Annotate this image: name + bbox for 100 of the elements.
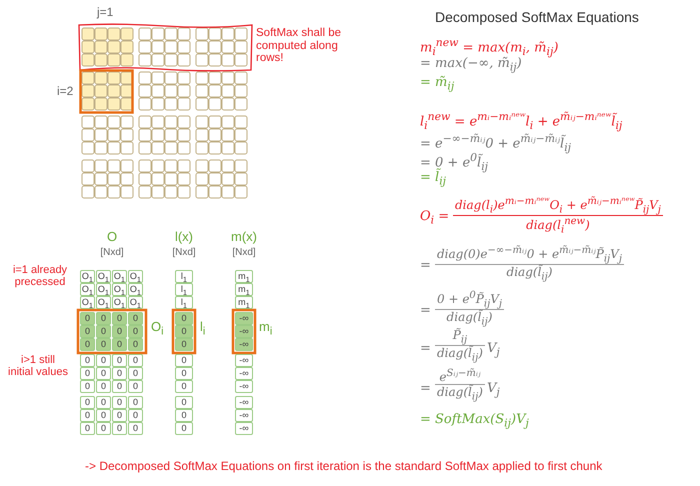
matrix-cell: 0 bbox=[175, 380, 193, 393]
matrix-cell: 0 bbox=[80, 354, 95, 367]
equation-symbol: = bbox=[420, 258, 431, 273]
matrix-cell: l$_{1}$ bbox=[175, 270, 193, 283]
matrix-cell: 0 bbox=[80, 396, 95, 409]
matrix-cell: 0 bbox=[80, 338, 95, 351]
matrix-cell: O$_{1}$ bbox=[80, 270, 95, 283]
row-label: O$_{i}$ bbox=[151, 320, 164, 338]
matrix-cell: m$_{1}$ bbox=[235, 296, 253, 309]
matrix-cell: O$_{1}$ bbox=[112, 270, 127, 283]
axis-label: i=2 bbox=[57, 85, 74, 98]
matrix-cell: 0 bbox=[112, 422, 127, 435]
matrix-cell: O$_{1}$ bbox=[96, 270, 111, 283]
fraction-numerator: e$^{Sᵢⱼ−m̃ᵢⱼ}$ bbox=[438, 368, 482, 384]
matrix-cell: 0 bbox=[128, 354, 143, 367]
row-label: l$_{i}$ bbox=[200, 320, 206, 338]
equation-symbol: = bbox=[420, 303, 431, 318]
matrix-cell: -∞ bbox=[235, 380, 253, 393]
matrix-cell: 0 bbox=[96, 312, 111, 325]
caption: -> Decomposed SoftMax Equations on first iteration is the standard SoftMax applied to first chunk bbox=[85, 460, 602, 474]
matrix-cell: 0 bbox=[112, 325, 127, 338]
matrix-cell: 0 bbox=[175, 338, 193, 351]
fraction-numerator: diag(0)e$^{−∞−m̃ᵢⱼ}$0 + e$^{m̃ᵢⱼ−m̃ᵢⱼ}$P̃$_{ij}$V$_{j}$ bbox=[436, 245, 623, 264]
matrix-cell: 0 bbox=[80, 312, 95, 325]
matrix-cell: 0 bbox=[112, 396, 127, 409]
matrix-cell: 0 bbox=[128, 396, 143, 409]
equation: m$_{i}$$^{new}$ = max(m$_{i}$, m̃$_{ij}$) bbox=[420, 36, 558, 58]
annotation-note: i=1 already precessed bbox=[12, 264, 68, 288]
equation: l$_{i}$$^{new}$ = e$^{mᵢ−mᵢⁿᵉʷ}$l$_{i}$ + e$^{m̃ᵢⱼ−mᵢⁿᵉʷ}$l̃$_{ij}$ bbox=[420, 110, 622, 132]
matrix-cell: 0 bbox=[112, 409, 127, 422]
matrix-cell: 0 bbox=[128, 422, 143, 435]
annotation-note: SoftMax shall be computed along rows! bbox=[256, 27, 342, 65]
matrix-cell: 0 bbox=[128, 325, 143, 338]
fraction-denominator: diag(l̃$_{ij}$) bbox=[506, 265, 554, 283]
matrix-cell: O$_{1}$ bbox=[96, 283, 111, 296]
matrix-cell: 0 bbox=[96, 325, 111, 338]
fraction-denominator: diag(l̃$_{ij}$) bbox=[436, 346, 484, 364]
matrix-cell: O$_{1}$ bbox=[112, 283, 127, 296]
fraction-numerator: 0 + e$^{0}$P̃$_{ij}$V$_{j}$ bbox=[436, 290, 503, 310]
matrix-cell: O$_{1}$ bbox=[80, 296, 95, 309]
matrix-cell: -∞ bbox=[235, 396, 253, 409]
matrix-cell: 0 bbox=[128, 367, 143, 380]
equation-symbol: = bbox=[420, 381, 431, 396]
matrix-cell: -∞ bbox=[235, 325, 253, 338]
fraction-numerator: diag(l$_{i}$)e$^{mᵢ−mᵢⁿᵉʷ}$O$_{i}$ + e$^{m̃ᵢⱼ−mᵢⁿᵉʷ}$P̃$_{ij}$V$_{j}$ bbox=[454, 196, 662, 216]
matrix-cell: m$_{1}$ bbox=[235, 283, 253, 296]
matrix-cell: 0 bbox=[175, 367, 193, 380]
matrix-cell: 0 bbox=[112, 338, 127, 351]
dimension-label: [Nxd] bbox=[171, 247, 197, 258]
matrix-cell: 0 bbox=[96, 338, 111, 351]
matrix-cell: 0 bbox=[96, 409, 111, 422]
equation-term: V$_{j}$ bbox=[487, 381, 500, 399]
matrix-cell: -∞ bbox=[235, 422, 253, 435]
matrix-cell: 0 bbox=[80, 367, 95, 380]
matrix-name: O bbox=[106, 230, 118, 244]
matrix-cell: O$_{1}$ bbox=[128, 296, 143, 309]
row-label: m$_{i}$ bbox=[259, 320, 272, 338]
matrix-cell: 0 bbox=[80, 409, 95, 422]
matrix-cell: -∞ bbox=[235, 312, 253, 325]
matrix-cell: 0 bbox=[112, 354, 127, 367]
matrix-cell: 0 bbox=[112, 312, 127, 325]
matrix-cell: 0 bbox=[175, 396, 193, 409]
equation-symbol: = bbox=[420, 341, 431, 356]
matrix-cell: 0 bbox=[96, 380, 111, 393]
matrix-cell: 0 bbox=[96, 354, 111, 367]
equation-symbol: O$_{i}$ = bbox=[420, 209, 450, 227]
annotation-note: i>1 still initial values bbox=[8, 354, 68, 378]
matrix-cell: -∞ bbox=[235, 409, 253, 422]
matrix-cell: -∞ bbox=[235, 338, 253, 351]
matrix-cell: O$_{1}$ bbox=[128, 283, 143, 296]
equation: = m̃$_{ij}$ bbox=[420, 75, 454, 93]
matrix-cell: 0 bbox=[96, 367, 111, 380]
matrix-cell: -∞ bbox=[235, 354, 253, 367]
matrix-cell: 0 bbox=[112, 380, 127, 393]
matrix-cell: 0 bbox=[112, 367, 127, 380]
matrix-cell: 0 bbox=[175, 354, 193, 367]
matrix-cell: 0 bbox=[175, 312, 193, 325]
matrix-cell: 0 bbox=[128, 409, 143, 422]
equation: = SoftMax(S$_{ij}$)V$_{j}$ bbox=[420, 412, 529, 430]
dimension-label: [Nxd] bbox=[231, 247, 257, 258]
matrix-cell: 0 bbox=[80, 422, 95, 435]
fraction-denominator: diag(l$_{i}$$^{new}$) bbox=[525, 216, 591, 236]
matrix-cell: l$_{1}$ bbox=[175, 283, 193, 296]
equation: = max(−∞, m̃$_{ij}$) bbox=[420, 56, 522, 74]
matrix-cell: 0 bbox=[80, 380, 95, 393]
title: Decomposed SoftMax Equations bbox=[435, 10, 639, 26]
dimension-label: [Nxd] bbox=[99, 247, 125, 258]
equation-term: V$_{j}$ bbox=[487, 341, 500, 359]
matrix-cell: 0 bbox=[128, 312, 143, 325]
matrix-cell: -∞ bbox=[235, 367, 253, 380]
matrix-cell: O$_{1}$ bbox=[80, 283, 95, 296]
matrix-name: l(x) bbox=[174, 230, 194, 244]
matrix-cell: 0 bbox=[175, 409, 193, 422]
matrix-cell: 0 bbox=[80, 325, 95, 338]
fraction-denominator: diag(l̃$_{ij}$) bbox=[446, 310, 494, 328]
matrix-cell: 0 bbox=[96, 396, 111, 409]
matrix-cell: 0 bbox=[128, 380, 143, 393]
matrix-cell: 0 bbox=[175, 325, 193, 338]
fraction-denominator: diag(l̃$_{ij}$) bbox=[436, 385, 484, 402]
matrix-cell: m$_{1}$ bbox=[235, 270, 253, 283]
